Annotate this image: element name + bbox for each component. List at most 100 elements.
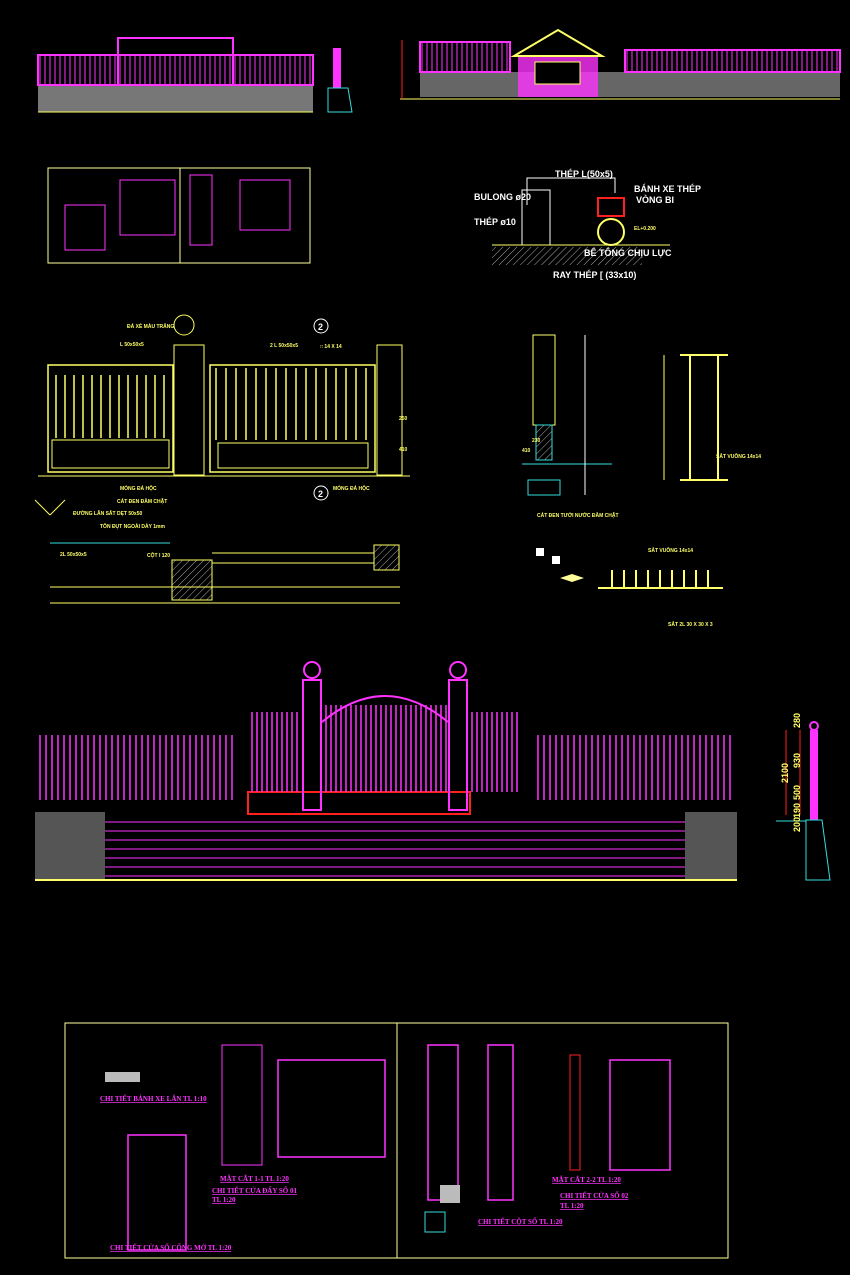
title-gate-door: CHI TIẾT CỬA SỐ CỔNG MỞ TL 1:20: [110, 1244, 232, 1252]
title-section-2-2: MẶT CẮT 2-2 TL 1:20: [552, 1176, 621, 1184]
label-steel-angle: THÉP L(50x5): [555, 169, 613, 179]
ornament-detail: SẮT VUÔNG 14x14 SẮT VUÔNG 14x14 SẮT 2L 3…: [536, 354, 761, 628]
column-detail: [189, 174, 213, 246]
gate-detail: [119, 179, 176, 236]
title-sliding-gate: CHI TIẾT CỬA ĐẨY SỐ 01: [212, 1187, 297, 1195]
section-1-1: [221, 1044, 263, 1166]
title-gate-door-2: CHI TIẾT CỬA SỐ 02: [560, 1192, 629, 1200]
column-base: [440, 1185, 460, 1203]
label-angle-left: L 50x50x5: [120, 342, 144, 348]
brick-pier-right: [685, 812, 737, 880]
dim-930: 930: [792, 753, 802, 768]
label-rail: RAY THÉP [ (33x10): [553, 270, 636, 280]
pillar-ball: [303, 661, 321, 679]
label-steel-rod: THÉP ø10: [474, 217, 516, 227]
gate-leaf-left: [47, 364, 174, 473]
sliding-gate-detail: [277, 1059, 386, 1158]
gate-leaf-right: [209, 364, 376, 473]
section-marker-label: 2: [318, 489, 323, 499]
brick-pier-left: [35, 812, 105, 880]
fence-panel: [419, 41, 511, 73]
section-marker: [313, 318, 329, 334]
gate-pillar-right: [448, 679, 468, 811]
gate-detail: [64, 204, 106, 251]
label-sheet: TÔN ĐỤT NGOÀI DÀY 1mm: [100, 522, 165, 530]
plan-symbol: [536, 548, 544, 556]
lower-panel: [51, 439, 170, 469]
main-gate-fence-elevation: [35, 661, 737, 881]
title-gate-door-2-scale: TL 1:20: [560, 1202, 584, 1210]
lower-panel: [217, 442, 369, 469]
label-column: CỘT I 120: [147, 551, 170, 559]
top-right-fence-elevation: [400, 28, 841, 100]
label-square-bar-2: SẮT VUÔNG 14x14: [648, 546, 693, 554]
guard-house-roof: [510, 28, 606, 57]
section-footing: [327, 87, 353, 113]
dim-total: 2100: [780, 763, 790, 783]
label-square-bar: SẮT VUÔNG 14x14: [716, 452, 761, 460]
bearing-housing: [597, 197, 625, 217]
gate-door-2-detail: [609, 1059, 671, 1171]
column-detail-right: [487, 1044, 514, 1201]
fence-section: 280 930 500 190 200 2100: [776, 713, 831, 881]
hatch-detail: [105, 1072, 140, 1082]
label-square-bar: □ 14 X 14: [320, 344, 342, 350]
label-gravel: CÁT ĐEN TƯỚI NƯỚC ĐẦM CHẶT: [537, 511, 619, 519]
label-foundation-left: MÓNG ĐÁ HỘC: [120, 484, 157, 492]
label-230: 230: [532, 438, 541, 444]
label-sand: CÁT ĐEN ĐẦM CHẶT: [117, 498, 167, 505]
title-sliding-gate-scale: TL 1:20: [212, 1196, 236, 1204]
section-post: [810, 730, 818, 820]
title-wheel-detail: CHI TIẾT BÁNH XE LĂN TL 1:10: [100, 1095, 207, 1103]
small-detail-sheet: [47, 167, 311, 264]
dim-250: 250: [399, 416, 408, 422]
section-2-2: [569, 1054, 581, 1171]
label-wheel: BÁNH XE THÉP: [634, 184, 701, 194]
end-pillar: [376, 344, 403, 476]
label-concrete: BÊ TÔNG CHỊU LỰC: [584, 247, 672, 258]
dim-200: 200: [792, 817, 802, 832]
gate-pillar: [173, 344, 205, 476]
label-bearing: VÒNG BI: [636, 194, 674, 205]
brick-base: [38, 85, 313, 112]
column-core: [535, 424, 553, 461]
title-column-detail: CHI TIẾT CỘT SỐ TL 1:20: [478, 1218, 563, 1226]
pillar-ball: [173, 314, 195, 336]
yellow-gate-elevation: 2 2 ĐÁ XẺ MÀU TRẮNG L 50x50x5 2 L 50x50x…: [34, 314, 410, 604]
title-section-1-1: MẶT CẮT 1-1 TL 1:20: [220, 1175, 289, 1183]
dim-500: 500: [792, 785, 802, 800]
dim-280: 280: [792, 713, 802, 728]
break-symbol: [49, 499, 66, 516]
wheel-detail: THÉP L(50x5) BULONG ø20 THÉP ø10 BÁNH XE…: [474, 169, 701, 280]
concrete-hatch: [492, 247, 642, 265]
break-symbol: [34, 499, 51, 516]
label-foundation-right: MÓNG ĐÁ HỘC: [333, 484, 370, 492]
section-footing: [805, 819, 831, 881]
guard-house-window: [534, 61, 581, 85]
gate-lower-panels: [247, 791, 471, 815]
post-ball: [809, 721, 819, 731]
label-angle: SẮT 2L 30 X 30 X 3: [668, 620, 713, 628]
brick-base: [420, 72, 840, 97]
column-detail: 230 410 CÁT ĐEN TƯỚI NƯỚC ĐẦM CHẶT: [522, 334, 619, 519]
section-marker-label: 2: [318, 322, 323, 332]
label-bolt: BULONG ø20: [474, 192, 531, 202]
sheet-frame: [47, 167, 311, 264]
bottom-detail-sheet: CHI TIẾT BÁNH XE LĂN TL 1:10 MẶT CẮT 1-1…: [64, 1022, 729, 1259]
leader: [526, 177, 616, 205]
column-plan: [171, 559, 213, 601]
dim-190: 190: [792, 803, 802, 818]
top-left-fence-elevation: [37, 37, 353, 113]
section-marker: [313, 485, 329, 501]
label-level: EL+0.200: [634, 226, 656, 232]
plan-symbol: [552, 556, 560, 564]
gate-pillar-left: [302, 679, 322, 811]
label-angle-right: 2 L 50x50x5: [270, 343, 298, 349]
direction-arrow: [560, 574, 584, 582]
column-plan: [424, 1211, 446, 1233]
dim-410: 410: [399, 447, 408, 453]
section-post: [333, 48, 341, 88]
gate-detail: [239, 179, 291, 231]
